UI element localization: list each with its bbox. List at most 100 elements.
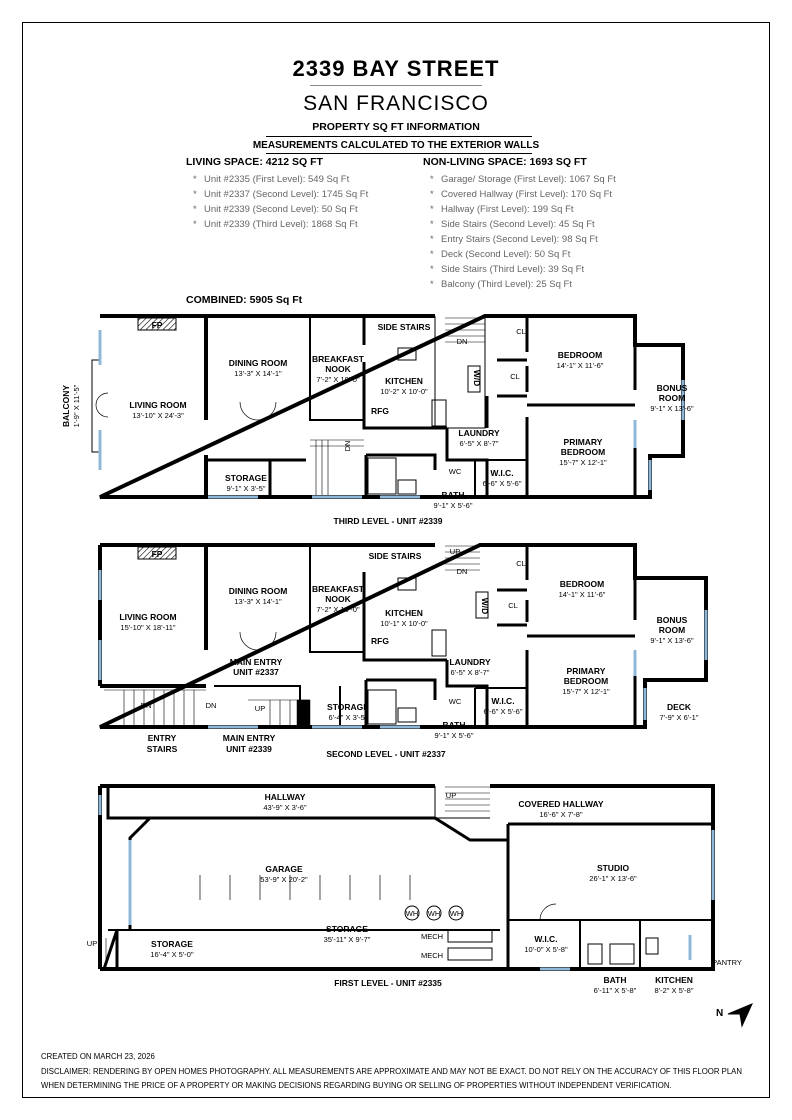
list-item: *Entry Stairs (Second Level): 98 Sq Ft <box>430 234 598 245</box>
stair-label: UP <box>255 704 265 713</box>
list-item: *Covered Hallway (First Level): 170 Sq F… <box>430 189 613 200</box>
room-label: KITCHEN <box>655 975 693 985</box>
room-label: BALCONY <box>61 385 71 427</box>
room-label: HALLWAY <box>265 792 306 802</box>
room-label: PRIMARY <box>564 437 603 447</box>
room-dim: 15'-7" X 12'-1" <box>559 458 607 467</box>
room-label: MAIN ENTRY <box>230 657 283 667</box>
room-label: UNIT #2339 <box>226 744 272 754</box>
sqft-subtitle: PROPERTY SQ FT INFORMATION <box>312 121 480 133</box>
room-dim: 13'-10" X 24'-3" <box>132 411 184 420</box>
second-level-plan <box>98 543 708 729</box>
stair-label: DN <box>141 701 152 710</box>
first-level-labels: HALLWAY 43'-9" X 3'-6" UP COVERED HALLWA… <box>87 791 742 995</box>
non-living-space-heading: NON-LIVING SPACE: 1693 SQ FT <box>423 156 587 168</box>
room-dim: 9'-1" X 3'-5" <box>226 484 265 493</box>
room-dim: 35'-11" X 9'-7" <box>324 935 371 944</box>
stair-label: UP <box>87 939 97 948</box>
room-label: BONUS <box>657 383 688 393</box>
room-label: W.I.C. <box>491 696 514 706</box>
room-label: WC <box>449 697 462 706</box>
stair-label: DN <box>206 701 217 710</box>
room-label: CL <box>516 327 526 336</box>
room-label: KITCHEN <box>385 376 423 386</box>
room-dim: 6'-5" X 8'-7" <box>459 439 498 448</box>
room-dim: 8'-2" X 5'-8" <box>654 986 693 995</box>
room-label: SIDE STAIRS <box>378 322 431 332</box>
room-label: SIDE STAIRS <box>369 551 422 561</box>
room-label: NOOK <box>325 364 351 374</box>
room-label: DINING ROOM <box>229 586 288 596</box>
room-dim: 53'-9" X 20'-2" <box>260 875 308 884</box>
room-label: NOOK <box>325 594 351 604</box>
fixture-label: MECH <box>421 951 443 960</box>
disclaimer-line-2: WHEN DETERMINING THE PRICE OF A PROPERTY… <box>41 1081 672 1090</box>
room-dim: 6'-5" X 8'-7" <box>450 668 489 677</box>
room-label: BEDROOM <box>558 350 602 360</box>
north-arrow-icon: N <box>716 1003 753 1028</box>
room-dim: 9'-1" X 5'-6" <box>434 731 473 740</box>
room-dim: 16'-4" X 5'-0" <box>150 950 194 959</box>
room-label: KITCHEN <box>385 608 423 618</box>
list-item: *Balcony (Third Level): 25 Sq Ft <box>430 279 572 290</box>
fixture-label: W/D <box>480 598 490 615</box>
room-label: STORAGE <box>326 924 368 934</box>
list-item: *Garage/ Storage (First Level): 1067 Sq … <box>430 174 616 185</box>
list-item: *Deck (Second Level): 50 Sq Ft <box>430 249 571 260</box>
list-item: *Side Stairs (Second Level): 45 Sq Ft <box>430 219 595 230</box>
room-dim: 10'-2" X 10'-0" <box>380 387 428 396</box>
room-label: W.I.C. <box>490 468 513 478</box>
room-label: UNIT #2337 <box>233 667 279 677</box>
room-label: STORAGE <box>151 939 193 949</box>
room-label: MAIN ENTRY <box>223 733 276 743</box>
room-label: WC <box>449 467 462 476</box>
room-dim: 26'-1" X 13'-6" <box>589 874 637 883</box>
room-dim: 14'-1" X 11'-6" <box>559 590 606 599</box>
room-label: STORAGE <box>225 473 267 483</box>
room-label: BATH <box>442 490 465 500</box>
room-label: BEDROOM <box>561 447 605 457</box>
room-label: BATH <box>443 720 466 730</box>
living-space-heading: LIVING SPACE: 4212 SQ FT <box>186 156 323 168</box>
third-level-plan <box>91 314 685 499</box>
second-level-labels: FP LIVING ROOM 15'-10" X 18'-11" DINING … <box>119 547 698 759</box>
room-label: PRIMARY <box>567 666 606 676</box>
list-item: *Side Stairs (Third Level): 39 Sq Ft <box>430 264 585 275</box>
measurement-note: MEASUREMENTS CALCULATED TO THE EXTERIOR … <box>252 140 540 151</box>
room-label: GARAGE <box>265 864 303 874</box>
list-item: *Unit #2339 (Second Level): 50 Sq Ft <box>193 204 358 215</box>
list-item: *Unit #2339 (Third Level): 1868 Sq Ft <box>193 219 358 230</box>
fixture-label: RFG <box>371 406 389 416</box>
stair-label: UP <box>450 547 460 556</box>
room-label: STUDIO <box>597 863 630 873</box>
room-label: ENTRY <box>148 733 177 743</box>
property-address: 2339 BAY STREET <box>292 56 500 81</box>
room-label: BONUS <box>657 615 688 625</box>
room-dim: 7'-9" X 6'-1" <box>659 713 698 722</box>
level-caption: FIRST LEVEL - UNIT #2335 <box>334 978 442 988</box>
page-border <box>22 22 770 1098</box>
room-label: LAUNDRY <box>458 428 500 438</box>
fixture-label: MECH <box>421 932 443 941</box>
room-label: BREAKFAST <box>312 584 365 594</box>
fireplace-label: FP <box>152 549 163 559</box>
room-label: DINING ROOM <box>229 358 288 368</box>
room-dim: 43'-9" X 3'-6" <box>263 803 307 812</box>
list-item: *Unit #2337 (Second Level): 1745 Sq Ft <box>193 189 369 200</box>
room-label: ROOM <box>659 393 685 403</box>
level-caption: THIRD LEVEL - UNIT #2339 <box>334 516 443 526</box>
room-label: CL <box>516 559 526 568</box>
note-divider <box>266 153 532 154</box>
stair-label: UP <box>446 791 456 800</box>
first-level-plan <box>98 784 715 971</box>
room-label: ROOM <box>659 625 685 635</box>
stair-label: DN <box>457 337 468 346</box>
non-living-space-list: NON-LIVING SPACE: 1693 SQ FT *Garage/ St… <box>423 156 616 292</box>
subtitle-divider <box>266 136 532 137</box>
room-label: BEDROOM <box>560 579 604 589</box>
room-label: DECK <box>667 702 692 712</box>
room-label: LAUNDRY <box>449 657 491 667</box>
room-dim: 6'-6" X 5'-6" <box>483 707 522 716</box>
room-label: BATH <box>604 975 627 985</box>
